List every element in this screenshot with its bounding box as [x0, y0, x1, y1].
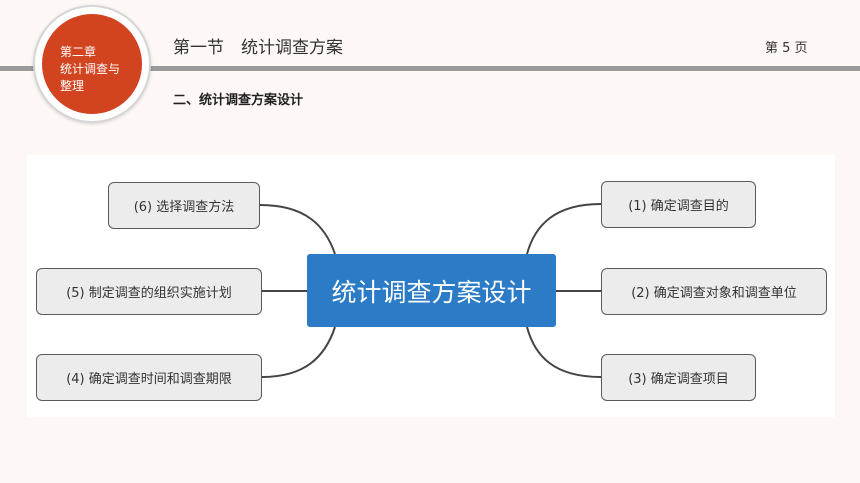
section-title: 第一节 统计调查方案 [173, 38, 343, 58]
chapter-line-3: 整理 [60, 79, 85, 93]
chapter-label: 第二章 统计调查与 整理 [60, 44, 140, 95]
connector-node-6 [259, 204, 336, 255]
chapter-line-1: 第二章 [60, 45, 97, 59]
mindmap-node-3: (3) 确定调查项目 [601, 354, 756, 401]
subheading: 二、统计调查方案设计 [173, 93, 304, 108]
header-divider [0, 66, 860, 71]
mindmap-node-6: (6) 选择调查方法 [108, 182, 260, 229]
mindmap-node-1: (1) 确定调查目的 [601, 181, 756, 228]
mindmap-node-4: (4) 确定调查时间和调查期限 [36, 354, 262, 401]
page-number: 第 5 页 [765, 41, 808, 56]
mindmap-node-2: (2) 确定调查对象和调查单位 [601, 268, 827, 315]
mindmap-center-node: 统计调查方案设计 [307, 254, 556, 327]
mindmap-node-5: (5) 制定调查的组织实施计划 [36, 268, 262, 315]
chapter-badge: 第二章 统计调查与 整理 [33, 5, 151, 123]
connector-node-3 [526, 326, 602, 378]
connector-node-4 [261, 326, 336, 378]
chapter-line-2: 统计调查与 [60, 62, 121, 76]
connector-node-1 [526, 203, 602, 255]
chapter-badge-circle: 第二章 统计调查与 整理 [42, 14, 142, 114]
